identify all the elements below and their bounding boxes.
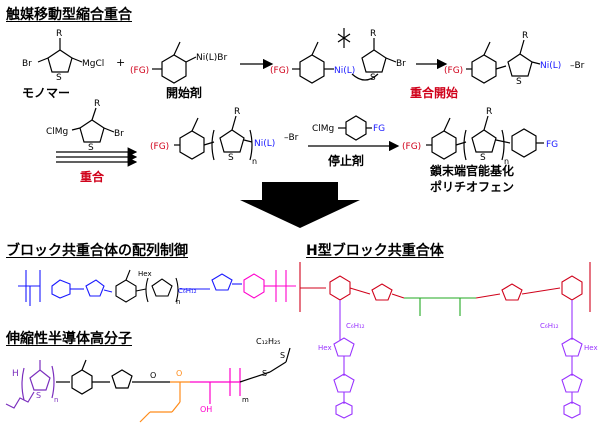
monomer-br: Br <box>22 59 32 69</box>
h-c6h12-right: C₆H₁₂ <box>540 322 559 330</box>
intermediate-s: S <box>370 73 376 83</box>
block-c6h12: C₆H₁₂ <box>178 287 197 295</box>
block-n: n <box>176 298 180 306</box>
growing-chain-structure <box>174 115 253 161</box>
terminator-fg: FG <box>373 124 385 134</box>
stretch-o-2: O <box>176 369 182 378</box>
terminator-structure <box>338 115 372 141</box>
label-monomer: モノマー <box>22 86 71 100</box>
monomer-2-s: S <box>88 143 94 153</box>
plus-sign: + <box>116 56 125 69</box>
label-product-line2: ポリチオフェン <box>430 180 515 194</box>
chain-r: R <box>234 107 240 117</box>
initiated-s: S <box>516 77 522 87</box>
initiator-structure <box>152 41 197 84</box>
label-terminator: 停止剤 <box>328 154 365 168</box>
intermediate-br: Br <box>396 59 406 69</box>
h-type-copolymer-structure <box>299 262 591 419</box>
monomer-r: R <box>56 29 62 39</box>
product-fg-right: FG <box>546 140 558 150</box>
monomer-s: S <box>56 73 62 83</box>
monomer-2-r: R <box>94 99 100 109</box>
stretch-c12h25: C₁₂H₂₅ <box>256 337 280 346</box>
monomer-structure <box>37 38 83 73</box>
h-hex-left: Hex <box>318 344 332 352</box>
section-title-catalyst-transfer: 触媒移動型縮合重合 <box>6 7 132 23</box>
section-title-h-type: H型ブロック共重合体 <box>306 243 444 259</box>
chain-br: –Br <box>284 133 299 143</box>
initiator-nibr: Ni(L)Br <box>196 53 227 63</box>
monomer-2-clmg: ClMg <box>46 127 68 137</box>
stretch-h: H <box>12 369 19 379</box>
initiated-r: R <box>522 31 528 41</box>
stretch-m: m <box>242 396 249 404</box>
initiated-structure <box>466 39 541 84</box>
product-fg-left: (FG) <box>402 142 421 152</box>
initiated-br: –Br <box>570 61 585 71</box>
intermediate-structure <box>292 38 397 84</box>
product-n: n <box>504 157 509 166</box>
product-structure <box>426 115 544 161</box>
product-r: R <box>486 107 492 117</box>
intermediate-fg: (FG) <box>270 66 289 76</box>
stretch-s-1: S <box>36 391 41 400</box>
stretch-n: n <box>54 396 58 404</box>
chain-nil: Ni(L) <box>254 139 275 149</box>
section-title-stretchable: 伸縮性半導体高分子 <box>6 331 132 347</box>
block-copolymer-structure <box>18 269 296 306</box>
chain-fg: (FG) <box>150 142 169 152</box>
product-s: S <box>480 153 486 163</box>
big-down-arrow <box>240 182 360 228</box>
initiator-fg: (FG) <box>130 66 149 76</box>
label-polymerization: 重合 <box>80 170 105 184</box>
label-initiation: 重合開始 <box>410 86 459 100</box>
intermediate-nil: Ni(L) <box>334 66 355 76</box>
stretchable-polymer-structure <box>5 347 291 423</box>
h-c6h12-left: C₆H₁₂ <box>346 322 365 330</box>
monomer-2-structure <box>71 107 115 143</box>
monomer-mgcl: MgCl <box>82 59 104 69</box>
stretch-o-1: O <box>150 371 156 380</box>
label-initiator: 開始剤 <box>166 86 203 100</box>
chain-n: n <box>252 157 257 166</box>
chain-s: S <box>228 153 234 163</box>
monomer-2-br: Br <box>114 129 124 139</box>
stretch-s-3: S <box>280 351 285 360</box>
section-title-block-sequence: ブロック共重合体の配列制御 <box>6 243 188 259</box>
intermediate-r: R <box>370 29 376 39</box>
label-product-line1: 鎖末端官能基化 <box>430 164 515 178</box>
h-hex-right: Hex <box>584 344 598 352</box>
stretch-oh: OH <box>200 405 212 414</box>
polymerization-arrows <box>56 147 138 167</box>
block-hex: Hex <box>138 270 152 278</box>
pi-complex-marker <box>337 28 351 48</box>
initiated-fg: (FG) <box>444 66 463 76</box>
stretch-s-2: S <box>262 369 267 378</box>
initiated-nil: Ni(L) <box>540 61 561 71</box>
terminator-clmg: ClMg <box>312 124 334 134</box>
